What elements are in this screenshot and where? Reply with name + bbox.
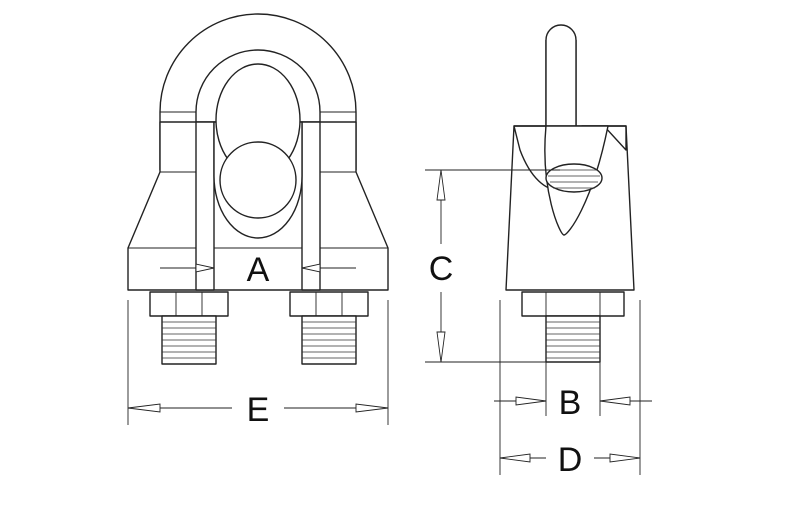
dimension-label-d: D: [558, 441, 583, 479]
nut-left: [149, 291, 229, 317]
dimension-label-e: E: [247, 391, 270, 429]
thread-left: [161, 315, 217, 365]
thread-side: [545, 315, 601, 363]
dimension-label-a: A: [247, 251, 270, 289]
dimension-c: C: [425, 169, 560, 363]
nut-right: [289, 291, 369, 317]
dimension-e: E: [127, 300, 389, 429]
dimension-d: D: [499, 300, 641, 479]
rope-core: [219, 141, 297, 219]
u-bolt-bend: [159, 13, 357, 171]
dimension-a: A: [160, 251, 356, 289]
nut-side: [521, 291, 625, 317]
dimension-label-c: C: [429, 250, 454, 288]
thread-right: [301, 315, 357, 365]
u-bolt-leg-left: [195, 121, 215, 291]
dimension-label-b: B: [559, 384, 582, 422]
side-view: C B D: [425, 24, 652, 479]
dimension-b: B: [494, 362, 652, 422]
u-bolt-leg-right: [301, 121, 321, 291]
front-view: A E: [127, 13, 389, 429]
